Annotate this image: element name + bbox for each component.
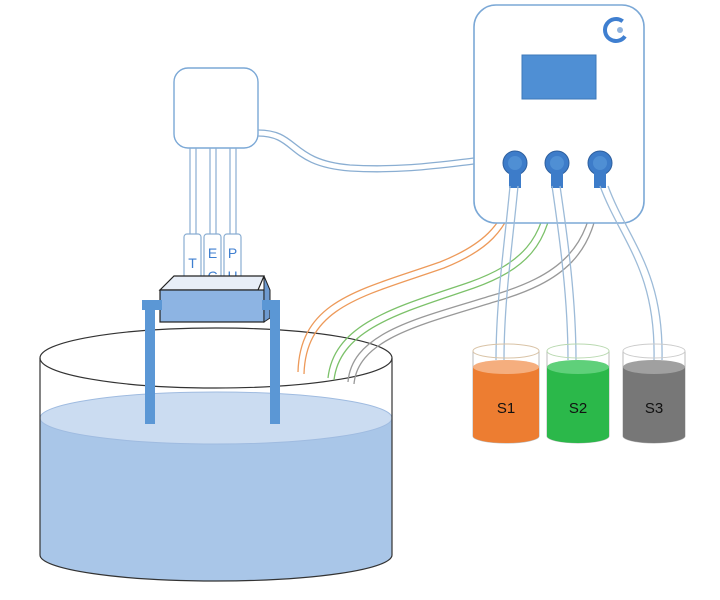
container-s1: S1 [472, 343, 540, 444]
container-s2-liquid [547, 367, 609, 443]
probe-t-label-1: T [188, 255, 197, 271]
dosing-controller [473, 4, 645, 224]
container-s3: S3 [622, 343, 686, 444]
sensor-hub [173, 67, 259, 149]
container-s3-label: S3 [645, 400, 663, 417]
clamp-left [142, 300, 162, 424]
pump-1 [502, 150, 528, 188]
pump-3 [587, 150, 613, 188]
hub-to-controller-cable [257, 129, 475, 173]
water-surface [39, 391, 393, 445]
pump-2 [544, 150, 570, 188]
container-s2: S2 [546, 343, 610, 444]
sensor-cables [189, 148, 237, 236]
probe-ec-label-1: E [208, 245, 217, 261]
container-s3-liquid [623, 367, 685, 443]
supply-tubes [495, 185, 663, 361]
controller-display [521, 54, 597, 100]
probe-holder [142, 275, 280, 424]
controller-body [473, 4, 645, 224]
holder-body [159, 289, 265, 323]
tank-rim [39, 327, 393, 389]
probe-ph-label-1: P [228, 245, 237, 261]
tank-water [40, 418, 392, 581]
clamp-right [262, 300, 280, 424]
container-s2-label: S2 [569, 400, 587, 417]
container-s1-liquid [473, 367, 539, 443]
container-s1-label: S1 [497, 400, 515, 417]
water-tank [39, 327, 393, 582]
